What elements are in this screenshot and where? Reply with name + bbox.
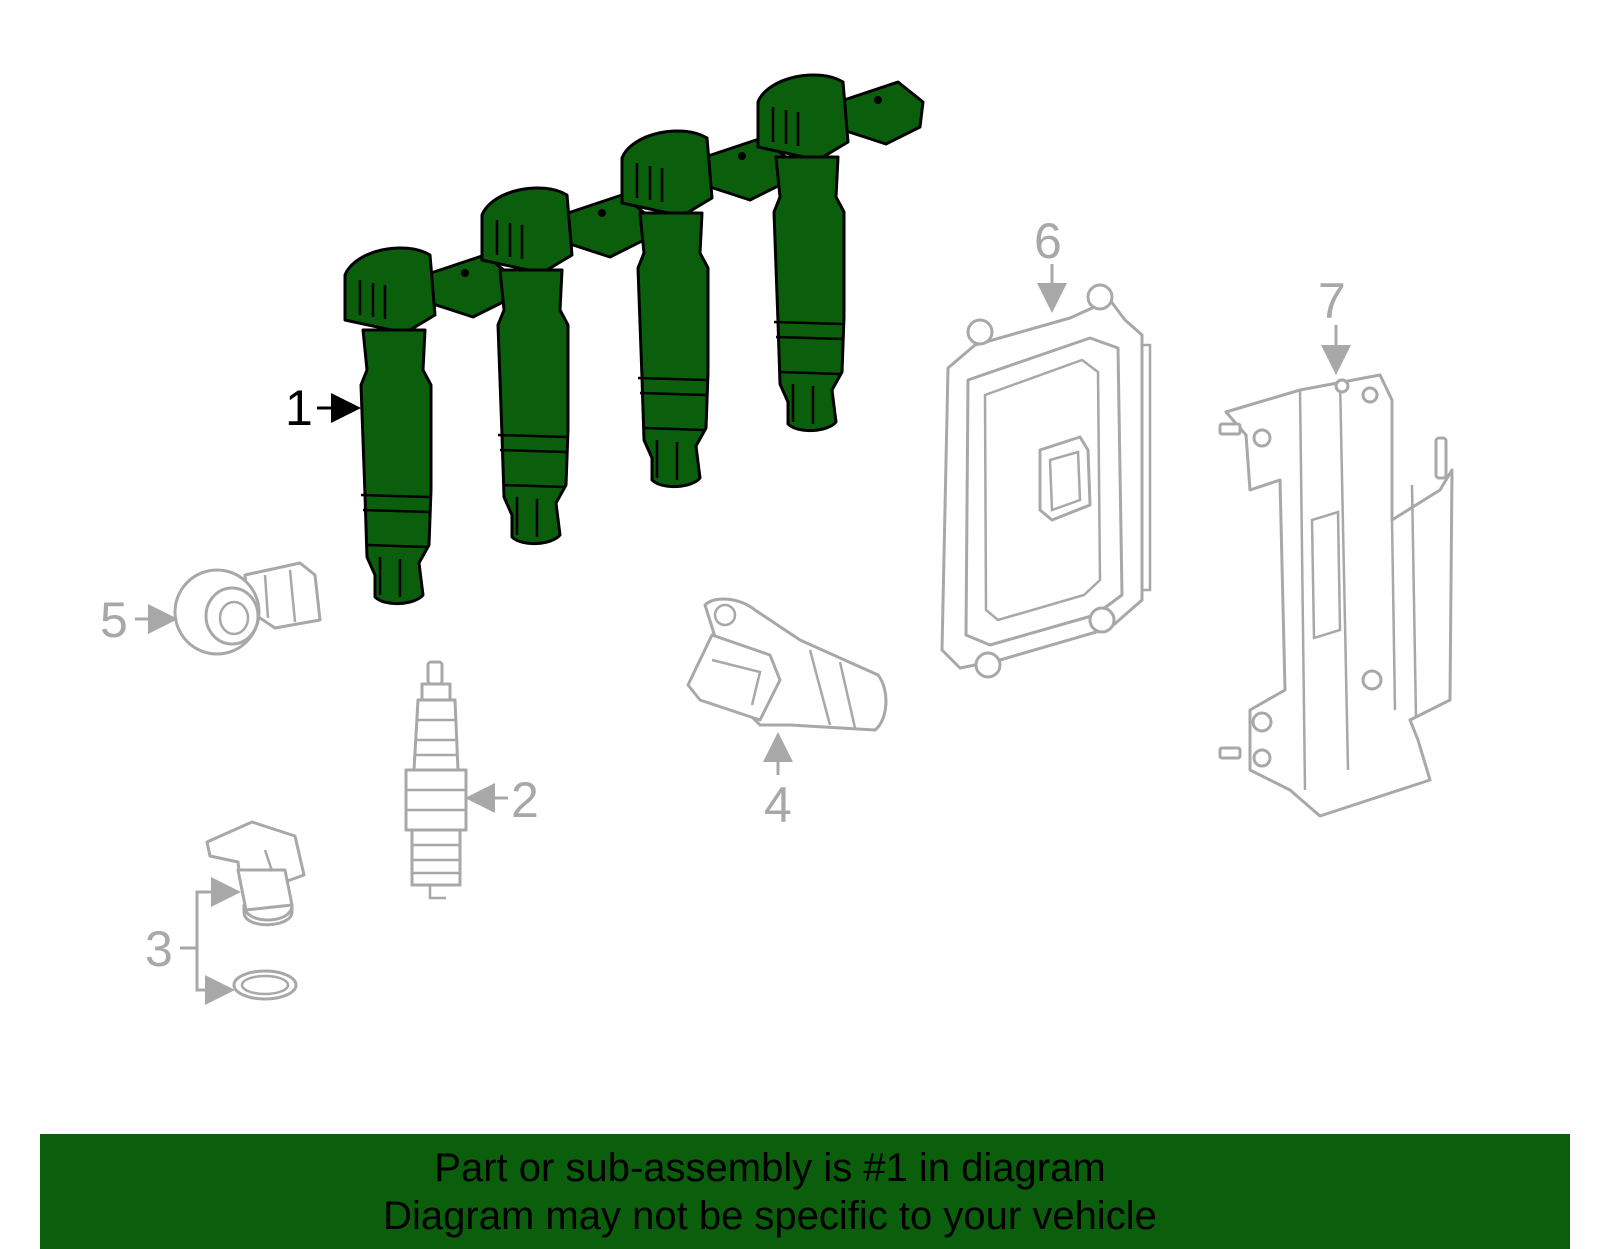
ignition-coil-pack[interactable]: [343, 73, 925, 606]
disclaimer-banner: Part or sub-assembly is #1 in diagram Di…: [40, 1134, 1570, 1249]
callout-4: 4: [764, 777, 792, 833]
cam-sensor[interactable]: [686, 597, 888, 732]
callout-arrow-3b: [180, 946, 235, 1005]
callout-6: 6: [1034, 213, 1062, 269]
spark-plug[interactable]: [404, 660, 468, 900]
banner-line-2: Diagram may not be specific to your vehi…: [383, 1194, 1157, 1238]
knock-sensor[interactable]: [173, 561, 322, 656]
sensor-with-oring[interactable]: [205, 820, 306, 1001]
callout-2: 2: [511, 772, 539, 828]
banner-line-1: Part or sub-assembly is #1 in diagram: [434, 1146, 1106, 1190]
callout-5: 5: [100, 592, 128, 648]
control-module[interactable]: [940, 283, 1152, 679]
callout-arrow-3: [195, 877, 241, 950]
callout-1: 1: [285, 380, 313, 436]
bracket[interactable]: [1218, 373, 1454, 818]
callout-3: 3: [145, 921, 173, 977]
callout-7: 7: [1318, 273, 1346, 329]
